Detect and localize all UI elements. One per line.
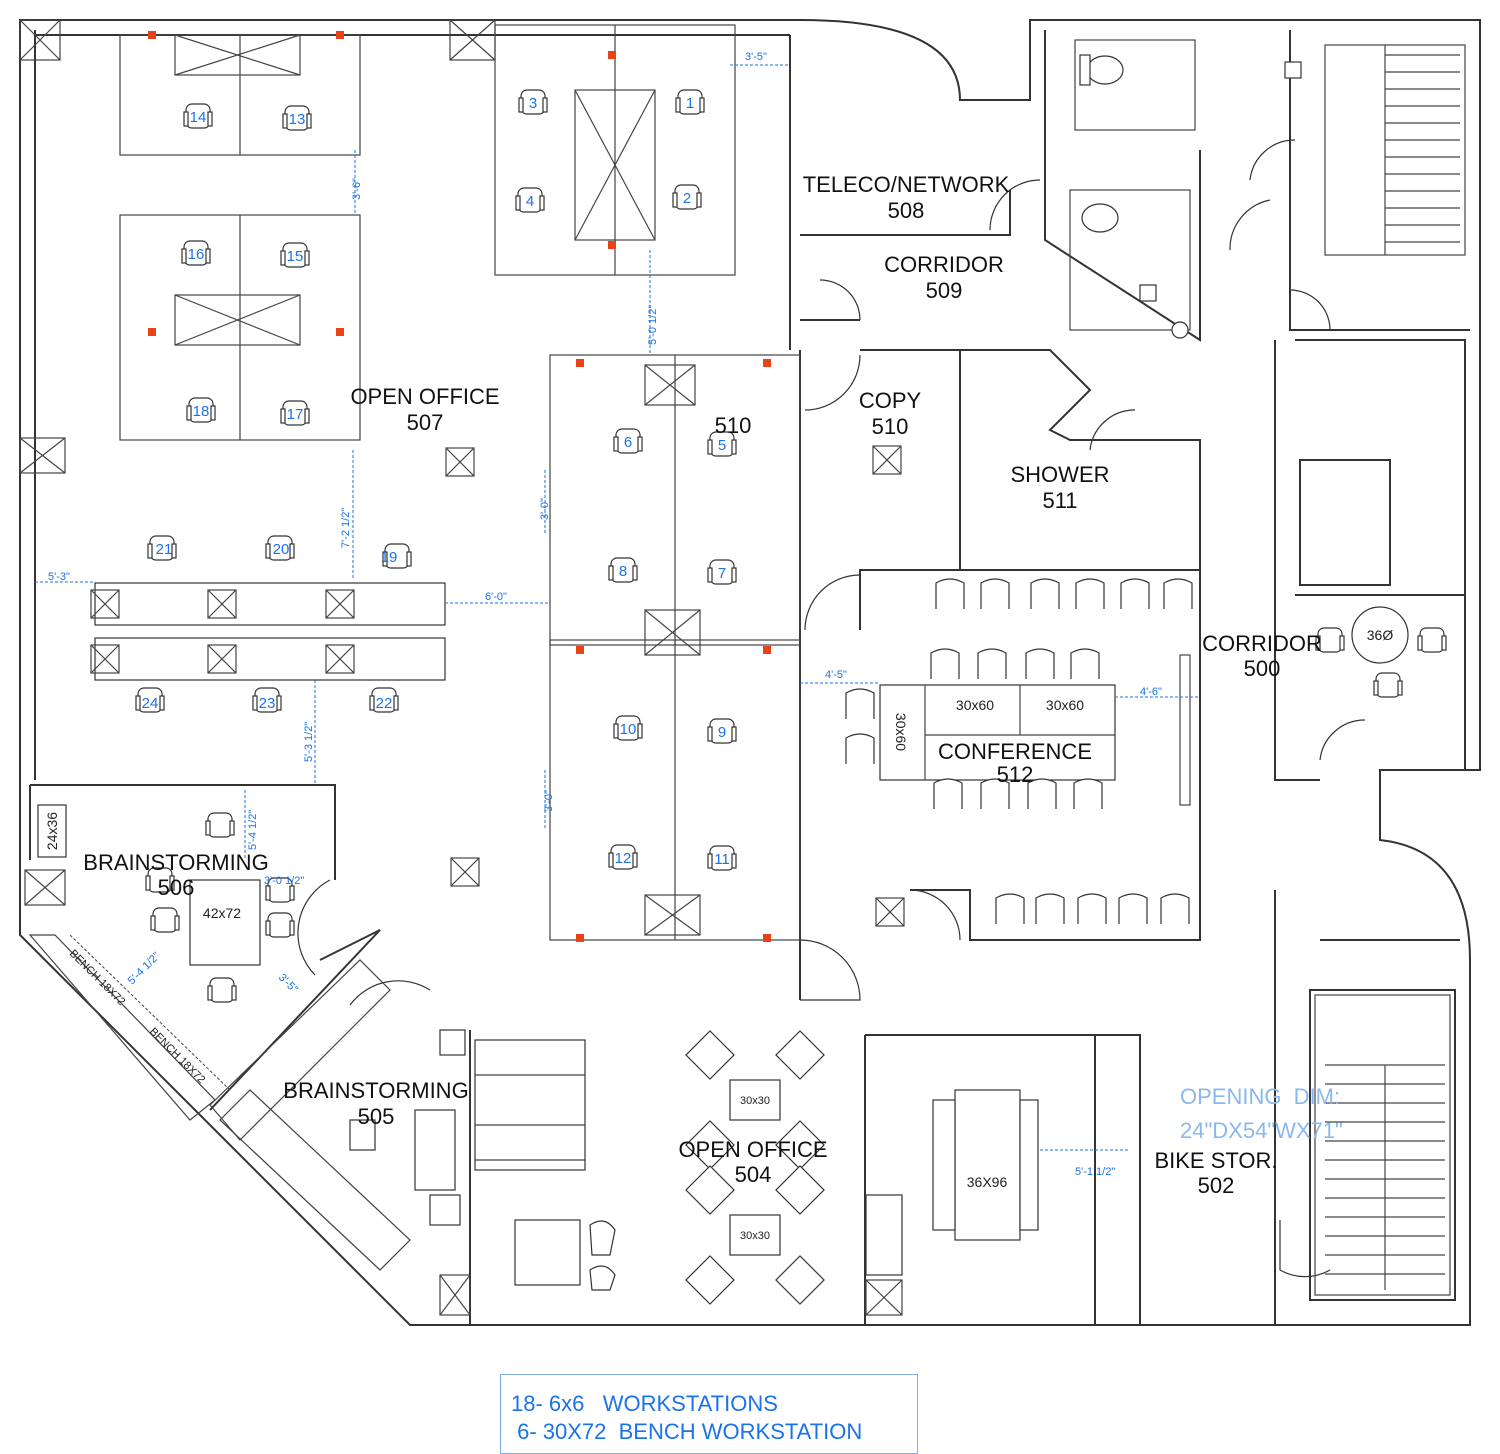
tag-conf-a: 30x60 [956, 697, 994, 713]
dim-6: 6'-0" [485, 591, 507, 603]
corridor-lounge [1315, 606, 1447, 698]
opening-note-line-2: 24"DX54"WX71" [1180, 1118, 1343, 1143]
workstation-clusters [119, 24, 801, 942]
workstation-number: 5 [718, 437, 726, 454]
workstation-number: 1 [686, 95, 694, 112]
restrooms [1069, 39, 1302, 339]
label-corridor-509-number: 509 [926, 278, 963, 303]
workstation-number: 11 [714, 851, 730, 868]
dim-4: 7'-2 1/2" [340, 508, 352, 548]
workstation-number: 24 [142, 695, 159, 712]
tag-dining-1: 30x30 [740, 1095, 770, 1107]
label-brainstorming-506-name: BRAINSTORMING [83, 850, 268, 875]
open-office-504-tables [685, 1030, 825, 1305]
stairs-north [1324, 44, 1466, 256]
label-shower-511-number: 511 [1042, 488, 1077, 513]
workstation-number: 8 [619, 563, 627, 580]
label-open-office-507-number: 507 [407, 410, 444, 435]
workstation-number: 23 [259, 695, 276, 712]
tag-cabinet: 24x36 [44, 812, 60, 850]
brainstorming-506-furniture [24, 447, 480, 1121]
label-open-office-504-number: 504 [735, 1162, 772, 1187]
label-shower-511-name: SHOWER [1011, 462, 1110, 487]
label-bike-storage-502-name: BIKE STOR. [1154, 1148, 1277, 1173]
label-open-office-504-name: OPEN OFFICE [678, 1137, 827, 1162]
workstation-number: 14 [190, 109, 207, 126]
dim-13: 3'-0 1/2" [264, 875, 304, 887]
bike-storage-furniture [865, 1089, 1039, 1316]
dim-11: 4'-6" [1140, 686, 1162, 698]
workstation-number: 2 [683, 190, 691, 207]
label-corridor-509-name: CORRIDOR [884, 252, 1004, 277]
workstation-number: 9 [718, 724, 726, 741]
dim-5: 5'-3" [48, 571, 70, 583]
opening-note-line-1: OPENING DIM: [1180, 1084, 1341, 1109]
workstation-number: 4 [526, 193, 534, 210]
dim-2: 3'-6" [351, 178, 363, 200]
legend-line-1: 18- 6x6 WORKSTATIONS [511, 1391, 778, 1416]
dim-1: 3'-5" [745, 51, 767, 63]
doors [297, 139, 1366, 1278]
dim-7: 3'-0" [539, 498, 551, 520]
dim-15: 3'-5" [276, 972, 300, 996]
label-copy-510-number: 510 [872, 414, 909, 439]
dim-3: 5'-0 1/2" [647, 305, 659, 345]
workstation-number: 6 [624, 434, 632, 451]
dim-12: 5'-4 1/2" [247, 810, 259, 850]
tag-dining-2: 30x30 [740, 1230, 770, 1242]
workstation-number: 21 [156, 541, 173, 558]
workstation-number: 12 [615, 850, 632, 867]
conference-room [845, 445, 1193, 927]
label-brainstorming-506-number: 506 [158, 875, 195, 900]
workstation-number: 19 [381, 549, 398, 566]
label-open-office-507-name: OPEN OFFICE [350, 384, 499, 409]
workstation-number: 16 [188, 246, 205, 263]
opening-dimension-note: OPENING DIM: 24"DX54"WX71" [1180, 1080, 1343, 1148]
label-telecom-508-name: TELECO/NETWORK [803, 172, 1010, 197]
label-brainstorming-505-number: 505 [358, 1104, 395, 1129]
workstation-legend: 18- 6x6 WORKSTATIONS 6- 30X72 BENCH WORK… [500, 1374, 918, 1454]
tag-round: 36Ø [1367, 627, 1394, 643]
workstation-number: 20 [273, 541, 290, 558]
workstation-number: 3 [529, 95, 537, 112]
workstation-number: 15 [287, 248, 304, 265]
tag-bench-2: BENCH 18X72 [147, 1026, 207, 1086]
label-corridor-500-number: 500 [1244, 656, 1281, 681]
workstation-number: 13 [289, 111, 306, 128]
workstation-number: 7 [718, 565, 726, 582]
dim-14: 5'-4 1/2" [126, 950, 163, 987]
dim-16: 5'-1 1/2" [1075, 1166, 1115, 1178]
bench-workstations [90, 535, 446, 713]
workstation-number: 18 [193, 403, 210, 420]
workstation-number: 10 [620, 721, 637, 738]
label-conference-512-number: 512 [997, 762, 1034, 787]
workstation-number: 17 [287, 406, 304, 423]
room-labels: OPEN OFFICE 507 TELECO/NETWORK 508 CORRI… [83, 172, 1322, 1198]
label-telecom-508-number: 508 [888, 198, 925, 223]
label-bike-storage-502-number: 502 [1198, 1173, 1235, 1198]
legend-line-2: 6- 30X72 BENCH WORKSTATION [511, 1419, 863, 1444]
brainstorming-505-furniture [209, 959, 616, 1316]
label-copy-510-name: COPY [859, 388, 922, 413]
tag-conf-c: 30x60 [893, 713, 909, 751]
tag-conf-b: 30x60 [1046, 697, 1084, 713]
dim-10: 4'-5" [825, 669, 847, 681]
tag-brainstorm: 42x72 [203, 905, 241, 921]
label-cluster-510: 510 [715, 413, 752, 438]
stairs-south [1314, 994, 1451, 1296]
dim-8: 3'-0" [543, 790, 555, 812]
workstation-number: 22 [376, 695, 393, 712]
tag-bench-1: BENCH 18X72 [67, 948, 127, 1008]
label-conference-512-name: CONFERENCE [938, 739, 1092, 764]
label-brainstorming-505-name: BRAINSTORMING [283, 1078, 468, 1103]
label-corridor-500-name: CORRIDOR [1202, 631, 1322, 656]
dim-9: 5'-3 1/2" [303, 722, 315, 762]
tag-bike-table: 36X96 [967, 1174, 1008, 1190]
